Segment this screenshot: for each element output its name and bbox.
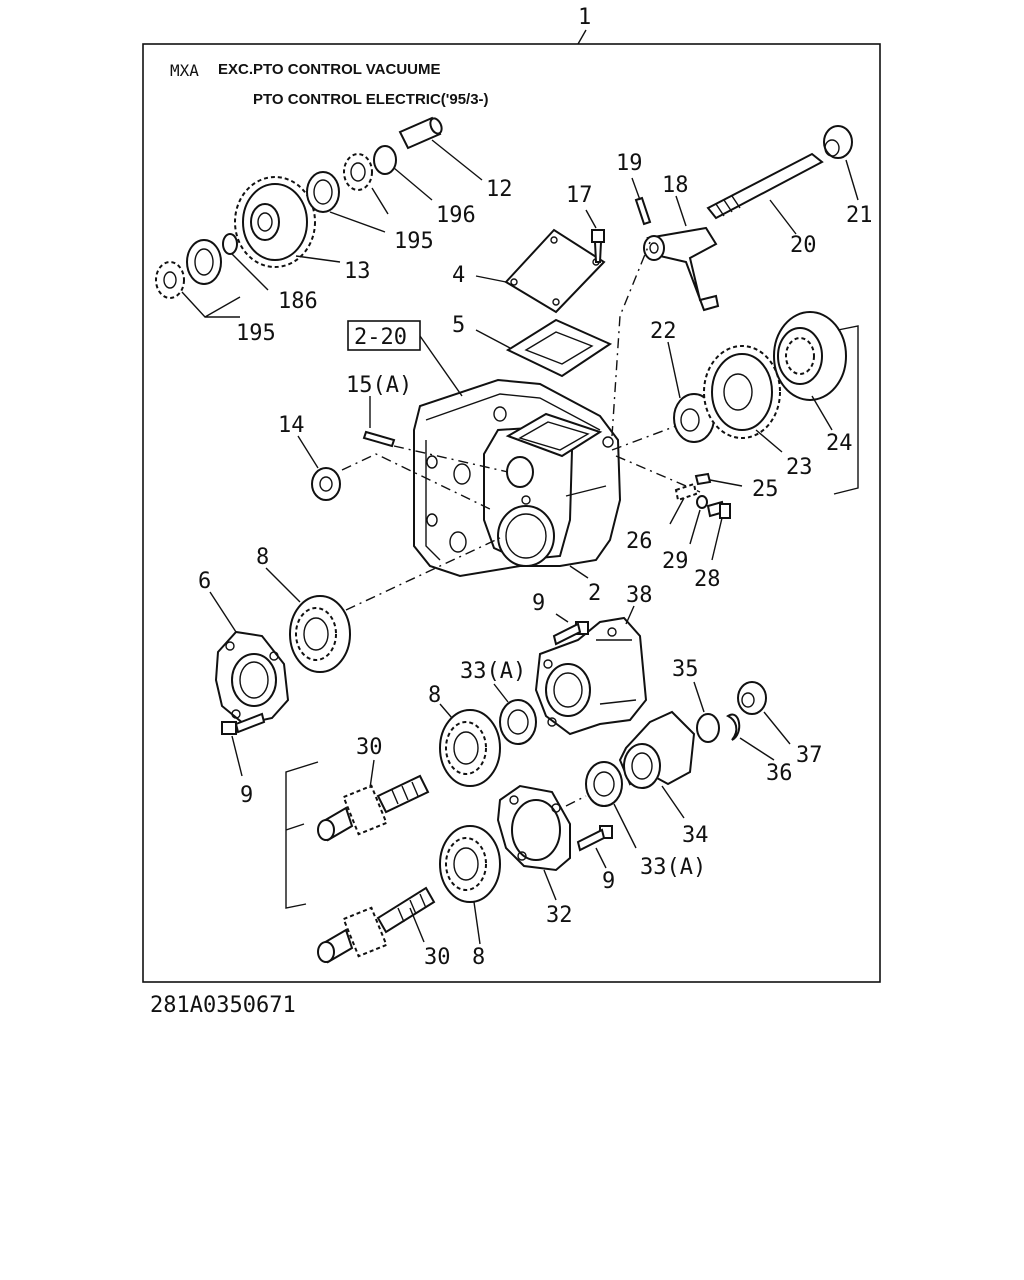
washer-35 bbox=[696, 713, 720, 743]
label-32: 32 bbox=[546, 903, 573, 928]
label-23: 23 bbox=[786, 455, 813, 480]
label-22: 22 bbox=[650, 319, 677, 344]
label-4: 4 bbox=[452, 263, 465, 288]
label-19: 19 bbox=[616, 151, 643, 176]
label-24: 24 bbox=[826, 431, 853, 456]
label-8-middle: 8 bbox=[428, 683, 441, 708]
gear-23 bbox=[703, 345, 781, 439]
bolt-17 bbox=[591, 229, 605, 263]
assembly-number: 1 bbox=[578, 5, 591, 30]
label-9-lower: 9 bbox=[602, 869, 615, 894]
ball-bearing-8-lower bbox=[439, 825, 501, 903]
label-186: 186 bbox=[278, 289, 318, 314]
bolt-9-lower bbox=[576, 825, 613, 852]
label-2: 2 bbox=[588, 581, 601, 606]
washer-29 bbox=[696, 495, 708, 509]
label-195-upper: 195 bbox=[394, 229, 434, 254]
label-17: 17 bbox=[566, 183, 593, 208]
plug-25 bbox=[694, 472, 712, 486]
label-5: 5 bbox=[452, 313, 465, 338]
reference-box-label: 2-20 bbox=[354, 325, 407, 350]
bearing-195-upper bbox=[306, 153, 373, 213]
label-30-lower: 30 bbox=[424, 945, 451, 970]
pto-case-2 bbox=[413, 378, 622, 578]
oil-seal-33a-upper bbox=[499, 699, 537, 745]
label-38: 38 bbox=[626, 583, 653, 608]
label-20: 20 bbox=[790, 233, 817, 258]
label-26: 26 bbox=[626, 529, 653, 554]
label-8-upper: 8 bbox=[256, 545, 269, 570]
label-15a: 15(A) bbox=[346, 373, 412, 398]
header-line-2: PTO CONTROL ELECTRIC('95/3-) bbox=[253, 91, 489, 108]
output-shaft-30-upper bbox=[317, 774, 430, 842]
label-6: 6 bbox=[198, 569, 211, 594]
label-9-upper: 9 bbox=[532, 591, 545, 616]
reference-box bbox=[347, 320, 421, 351]
label-33a-lower: 33(A) bbox=[640, 855, 706, 880]
bushing-21 bbox=[823, 125, 853, 159]
spring-pin-19 bbox=[634, 196, 652, 226]
figure-code: 281A0350671 bbox=[150, 993, 296, 1018]
label-25: 25 bbox=[752, 477, 779, 502]
label-35: 35 bbox=[672, 657, 699, 682]
label-12: 12 bbox=[486, 177, 513, 202]
output-flange-34 bbox=[618, 710, 696, 789]
ball-bearing-8-upper bbox=[289, 595, 351, 673]
gasket-5 bbox=[505, 318, 613, 378]
bolt-28 bbox=[706, 500, 731, 519]
label-30-upper: 30 bbox=[356, 735, 383, 760]
label-8-lower: 8 bbox=[472, 945, 485, 970]
gear-13 bbox=[234, 176, 316, 268]
label-21: 21 bbox=[846, 203, 873, 228]
oil-seal-33a-lower bbox=[585, 761, 623, 807]
label-9-left: 9 bbox=[240, 783, 253, 808]
bearing-195-lower bbox=[155, 239, 222, 299]
label-33a-upper: 33(A) bbox=[460, 659, 526, 684]
label-36: 36 bbox=[766, 761, 793, 786]
header-line-1: EXC.PTO CONTROL VACUUME bbox=[218, 61, 441, 78]
label-13: 13 bbox=[344, 259, 371, 284]
label-195-lower: 195 bbox=[236, 321, 276, 346]
pin-12 bbox=[398, 116, 443, 150]
flange-32 bbox=[496, 784, 571, 872]
shift-shaft-20 bbox=[706, 152, 824, 220]
cover-plate-4 bbox=[504, 228, 606, 314]
output-shaft-30-lower bbox=[317, 886, 436, 964]
flange-6 bbox=[214, 630, 290, 726]
oil-seal-14 bbox=[311, 467, 341, 501]
spring-pin-15a bbox=[362, 430, 396, 448]
spring-26 bbox=[674, 482, 698, 502]
label-196: 196 bbox=[436, 203, 476, 228]
bolt-9-upper bbox=[552, 621, 589, 646]
label-29: 29 bbox=[662, 549, 689, 574]
nut-37 bbox=[737, 681, 767, 715]
label-37: 37 bbox=[796, 743, 823, 768]
label-28: 28 bbox=[694, 567, 721, 592]
diagram-frame bbox=[142, 43, 881, 983]
label-18: 18 bbox=[662, 173, 689, 198]
pto-housing-38 bbox=[534, 616, 648, 736]
snap-ring-36 bbox=[726, 713, 741, 741]
ball-bearing-8-middle bbox=[439, 709, 501, 787]
snap-ring-186 bbox=[222, 233, 238, 255]
header-model: MXA bbox=[170, 61, 199, 80]
shift-fork-18 bbox=[643, 226, 720, 312]
label-14: 14 bbox=[278, 413, 305, 438]
snap-ring-196 bbox=[373, 145, 397, 175]
label-34: 34 bbox=[682, 823, 709, 848]
synchro-sleeve-24 bbox=[773, 311, 847, 401]
bolt-9-left bbox=[221, 712, 266, 735]
